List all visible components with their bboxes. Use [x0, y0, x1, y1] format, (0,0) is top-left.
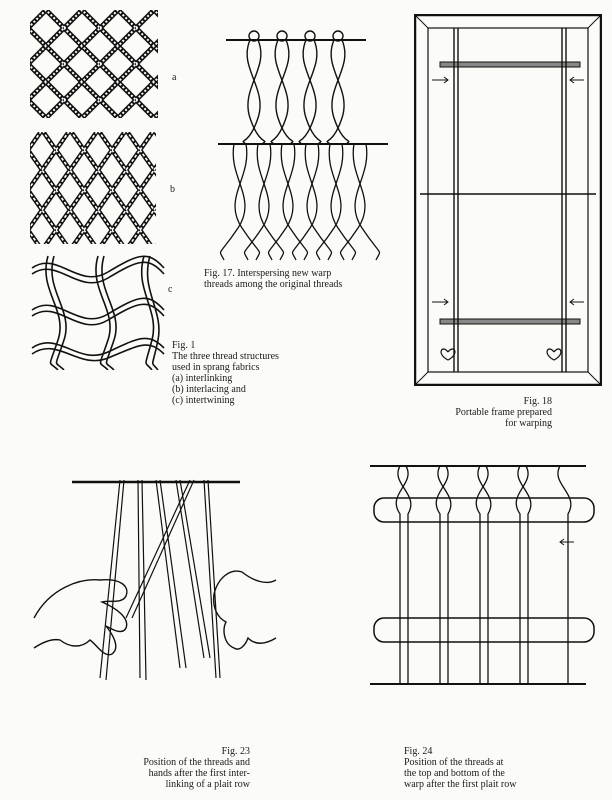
- fig18-caption-line: for warping: [505, 418, 552, 429]
- fig18-caption: Fig. 18 Portable frame prepared for warp…: [455, 396, 552, 429]
- fig24-caption: Fig. 24 Position of the threads at the t…: [404, 746, 516, 790]
- fig24-caption-line: Position of the threads at: [404, 757, 504, 768]
- fig1-caption: Fig. 1 The three thread structures used …: [172, 340, 279, 406]
- right-hand: [212, 570, 277, 650]
- fig23-illustration: [30, 468, 280, 708]
- fig23-caption: Fig. 23 Position of the threads and hand…: [143, 746, 250, 790]
- fig17-caption-line: Fig. 17. Interspersing new warp: [204, 268, 332, 279]
- fig1-caption-line: (c) intertwining: [172, 395, 235, 406]
- fig18-caption-line: Portable frame prepared: [455, 407, 552, 418]
- fig17-caption: Fig. 17. Interspersing new warp threads …: [204, 268, 342, 290]
- fig1-caption-line: (b) interlacing and: [172, 384, 246, 395]
- fig24-illustration: [360, 454, 596, 694]
- fig1-caption-line: The three thread structures: [172, 351, 279, 362]
- fig18-illustration: [414, 14, 602, 386]
- fig23-caption-line: Position of the threads and: [143, 757, 250, 768]
- fig1-illustration: [28, 10, 168, 370]
- fig24-caption-line: the top and bottom of the: [404, 768, 505, 779]
- fig1-label-c: c: [168, 284, 173, 295]
- fig24-caption-line: warp after the first plait row: [404, 779, 517, 790]
- fig24-caption-title: Fig. 24: [404, 746, 433, 757]
- fig23-caption-line: linking of a plait row: [165, 779, 250, 790]
- left-hand: [33, 579, 128, 656]
- fig17-caption-line: threads among the original threads: [204, 279, 343, 290]
- fig23-caption-line: hands after the first inter-: [148, 768, 250, 779]
- fig1-label-a: a: [172, 72, 177, 83]
- fig1a-interlinking: [30, 10, 158, 118]
- fig1-caption-line: (a) interlinking: [172, 373, 233, 384]
- fig23-caption-title: Fig. 23: [221, 746, 250, 757]
- arrow-icon: [432, 76, 584, 306]
- fig18-caption-title: Fig. 18: [523, 396, 552, 407]
- fig1b-interlacing: [30, 132, 156, 244]
- fig1-caption-line: used in sprang fabrics: [172, 362, 260, 373]
- fig1c-intertwining: [31, 255, 165, 370]
- fig1-caption-title: Fig. 1: [172, 340, 196, 351]
- fig1-label-b: b: [170, 184, 175, 195]
- arrow-icon: [559, 538, 574, 546]
- fig17-illustration: [198, 18, 394, 268]
